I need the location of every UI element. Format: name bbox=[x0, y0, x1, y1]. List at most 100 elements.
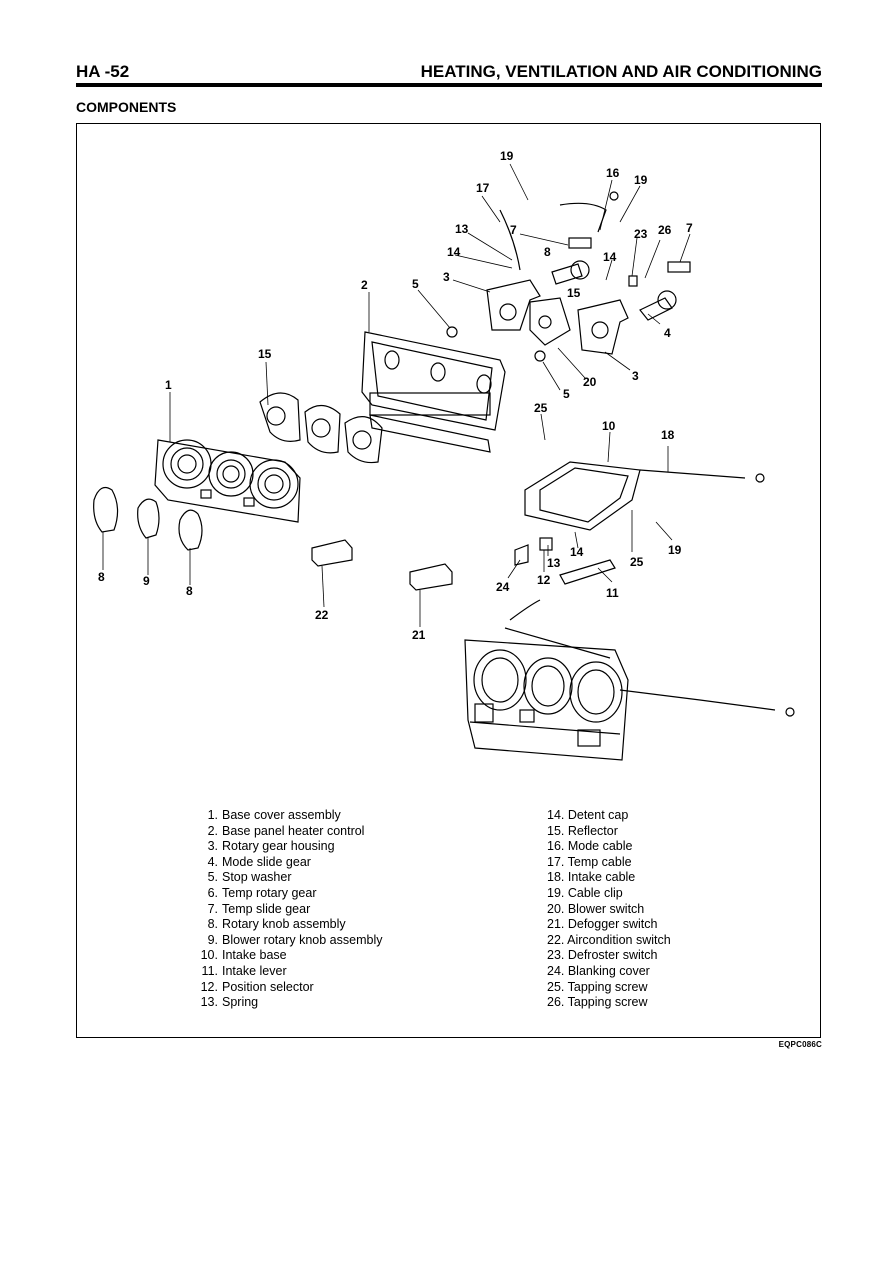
legend-item: 24. Blanking cover bbox=[547, 963, 650, 978]
callout: 3 bbox=[632, 369, 639, 383]
temp-slide-gear-right bbox=[667, 261, 691, 273]
legend-item: 11.Intake lever bbox=[201, 963, 287, 978]
callout: 19 bbox=[500, 149, 514, 163]
legend-item: 18. Intake cable bbox=[547, 870, 636, 885]
legend-item: 8.Rotary knob assembly bbox=[207, 917, 346, 932]
section-heading: HEATING, VENTILATION AND AIR CONDITIONIN… bbox=[420, 62, 822, 81]
callout: 3 bbox=[443, 270, 450, 284]
callout: 21 bbox=[412, 628, 426, 642]
legend-item: 14. Detent cap bbox=[547, 808, 629, 822]
callout: 10 bbox=[602, 419, 616, 433]
parts-legend-left: 1.Base cover assembly 2.Base panel heate… bbox=[196, 808, 383, 1011]
blanking-cover bbox=[514, 544, 529, 566]
callout: 8 bbox=[186, 584, 193, 598]
mode-cable bbox=[559, 202, 607, 233]
callout: 7 bbox=[510, 223, 517, 237]
rotary-knob-left bbox=[93, 487, 119, 533]
callout: 13 bbox=[547, 556, 561, 570]
legend-item: 20. Blower switch bbox=[547, 901, 645, 916]
callout: 25 bbox=[534, 401, 548, 415]
callout: 15 bbox=[567, 286, 581, 300]
assembled-heater-control bbox=[464, 599, 795, 761]
callout: 18 bbox=[661, 428, 675, 442]
callout: 5 bbox=[563, 387, 570, 401]
callout: 14 bbox=[447, 245, 461, 259]
callout: 14 bbox=[603, 250, 617, 264]
legend-item: 25. Tapping screw bbox=[547, 979, 648, 994]
rotary-knob-right bbox=[178, 509, 203, 551]
callout: 4 bbox=[664, 326, 671, 340]
callout: 16 bbox=[606, 166, 620, 180]
callout: 8 bbox=[98, 570, 105, 584]
legend-item: 7.Temp slide gear bbox=[207, 901, 311, 916]
callout: 19 bbox=[634, 173, 648, 187]
legend-item: 6.Temp rotary gear bbox=[207, 885, 317, 900]
aircondition-switch bbox=[311, 539, 353, 567]
callout: 26 bbox=[658, 223, 672, 237]
callout: 1 bbox=[165, 378, 172, 392]
callout: 7 bbox=[686, 221, 693, 235]
intake-base bbox=[524, 461, 641, 531]
legend-item: 15. Reflector bbox=[547, 823, 618, 838]
legend-item: 19. Cable clip bbox=[547, 885, 623, 900]
stop-washer-b bbox=[534, 350, 546, 362]
stop-washer-a bbox=[446, 326, 458, 338]
legend-item: 16. Mode cable bbox=[547, 839, 633, 854]
intake-cable bbox=[639, 469, 746, 479]
position-selector bbox=[539, 537, 553, 551]
legend-item: 13.Spring bbox=[200, 995, 259, 1010]
callout: 19 bbox=[668, 543, 682, 557]
legend-item: 5.Stop washer bbox=[207, 870, 292, 885]
header-rule bbox=[76, 83, 822, 87]
figure-code: EQPC086C bbox=[778, 1040, 822, 1049]
parts-legend-right: 14. Detent cap 15. Reflector 16. Mode ca… bbox=[547, 808, 671, 1011]
temp-cable bbox=[499, 209, 521, 271]
callout: 5 bbox=[412, 277, 419, 291]
legend-item: 22. Aircondition switch bbox=[547, 932, 671, 947]
legend-item: 1.Base cover assembly bbox=[207, 808, 341, 822]
rotary-gear-housing-left bbox=[486, 279, 541, 331]
components-title: COMPONENTS bbox=[76, 99, 177, 115]
blower-knob bbox=[137, 498, 160, 539]
rotary-gear-housing-right bbox=[577, 299, 629, 355]
legend-item: 26. Tapping screw bbox=[547, 995, 648, 1010]
callout: 20 bbox=[583, 375, 597, 389]
legend-item: 21. Defogger switch bbox=[547, 917, 658, 932]
intake-cable-end bbox=[755, 473, 765, 483]
callout: 2 bbox=[361, 278, 368, 292]
defroster-switch bbox=[628, 275, 638, 287]
callout: 15 bbox=[258, 347, 272, 361]
callout: 13 bbox=[455, 222, 469, 236]
callout: 9 bbox=[143, 574, 150, 588]
page-number: HA -52 bbox=[76, 62, 130, 81]
callout: 22 bbox=[315, 608, 329, 622]
leader-lines bbox=[102, 163, 691, 627]
callout: 25 bbox=[630, 555, 644, 569]
legend-item: 2.Base panel heater control bbox=[207, 823, 365, 838]
callout: 11 bbox=[606, 586, 619, 600]
rotary-knob-shaft bbox=[551, 260, 590, 285]
callout: 12 bbox=[537, 573, 551, 587]
temp-slide-gear-left bbox=[568, 237, 592, 249]
base-panel-heater-control bbox=[361, 331, 506, 453]
legend-item: 12.Position selector bbox=[200, 979, 314, 994]
callout: 8 bbox=[544, 245, 551, 259]
callout: 17 bbox=[476, 181, 490, 195]
defogger-switch bbox=[409, 563, 453, 591]
callout: 14 bbox=[570, 545, 584, 559]
legend-item: 4.Mode slide gear bbox=[207, 854, 311, 869]
intake-lever bbox=[559, 559, 616, 585]
legend-item: 23. Defroster switch bbox=[547, 948, 658, 963]
callout: 24 bbox=[496, 580, 510, 594]
legend-item: 3.Rotary gear housing bbox=[207, 839, 335, 854]
mode-cable-end bbox=[609, 191, 619, 201]
base-cover-assembly bbox=[154, 439, 301, 523]
figure-frame bbox=[76, 123, 821, 1038]
reflector bbox=[259, 392, 383, 464]
callout: 23 bbox=[634, 227, 648, 241]
legend-item: 17. Temp cable bbox=[547, 854, 632, 869]
legend-item: 10.Intake base bbox=[200, 948, 287, 963]
mode-slide-gear bbox=[639, 290, 677, 321]
legend-item: 9.Blower rotary knob assembly bbox=[207, 932, 383, 947]
